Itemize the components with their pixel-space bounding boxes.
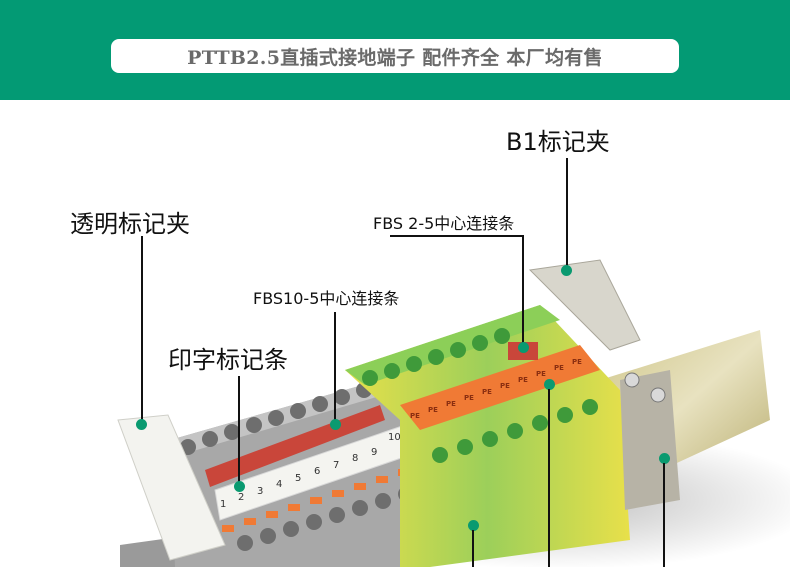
title-pill: PTTB2.5直插式接地端子 配件齐全 本厂均有售 <box>111 39 679 73</box>
marker-number: 9 <box>371 447 377 458</box>
pe-label: PE <box>554 364 564 372</box>
callout-dot <box>136 419 147 430</box>
callout-dot <box>544 379 555 390</box>
leader-line <box>334 312 336 424</box>
leader-line <box>390 235 524 237</box>
leader-line <box>472 530 474 567</box>
pe-label: PE <box>500 382 510 390</box>
pe-label: PE <box>536 370 546 378</box>
callout-transparent-marker-clip: 透明标记夹 <box>70 210 190 238</box>
marker-number: 5 <box>295 473 301 484</box>
leader-line <box>522 235 524 347</box>
pe-label: PE <box>572 358 582 366</box>
pe-label: PE <box>482 388 492 396</box>
pe-label: PE <box>446 400 456 408</box>
callout-dot <box>659 453 670 464</box>
callout-fbs10-bridge: FBS10-5中心连接条 <box>253 289 400 308</box>
callout-dot <box>468 520 479 531</box>
marker-number: 3 <box>257 486 263 497</box>
marker-number: 1 <box>220 499 226 510</box>
callout-dot <box>234 481 245 492</box>
pe-label: PE <box>464 394 474 402</box>
callout-b1-marker-clip: B1标记夹 <box>506 128 610 156</box>
callout-dot <box>518 342 529 353</box>
leader-line <box>663 463 665 567</box>
page-title: PTTB2.5直插式接地端子 配件齐全 本厂均有售 <box>187 46 603 69</box>
leader-line <box>141 236 143 424</box>
leader-line <box>238 376 240 486</box>
header-banner: PTTB2.5直插式接地端子 配件齐全 本厂均有售 <box>0 0 790 100</box>
callout-dot <box>561 265 572 276</box>
callout-dot <box>330 419 341 430</box>
marker-number: 2 <box>238 492 244 503</box>
marker-number: 10 <box>388 432 401 443</box>
callout-fbs2-bridge: FBS 2-5中心连接条 <box>373 214 515 233</box>
callout-printed-marker-strip: 印字标记条 <box>168 346 288 374</box>
pe-label: PE <box>410 412 420 420</box>
pe-label: PE <box>428 406 438 414</box>
marker-number: 4 <box>276 479 282 490</box>
marker-number: 6 <box>314 466 320 477</box>
marker-number: 8 <box>352 453 358 464</box>
leader-line <box>548 389 550 567</box>
leader-line <box>566 158 568 270</box>
marker-number: 7 <box>333 460 339 471</box>
pe-label: PE <box>518 376 528 384</box>
